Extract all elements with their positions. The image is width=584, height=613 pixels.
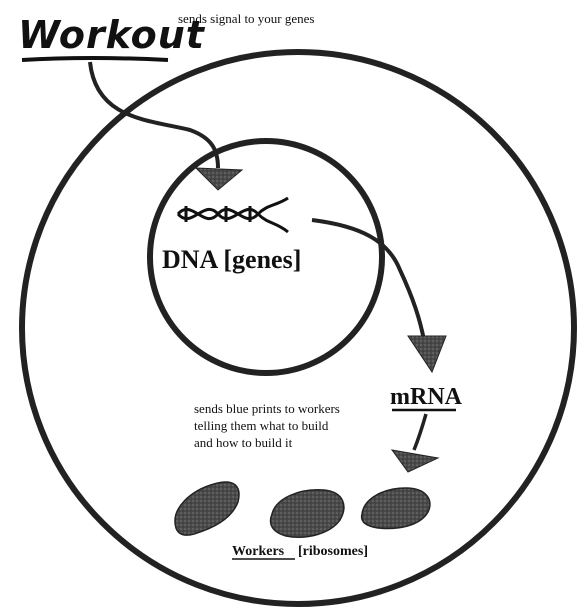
workout-underline	[22, 58, 168, 60]
ribosomes-label: [ribosomes]	[298, 544, 368, 559]
workers-label: Workers	[232, 544, 285, 559]
dna-label: DNA [genes]	[162, 245, 301, 274]
signal-arrow-path	[90, 62, 218, 168]
ribosome-blob-1	[175, 482, 239, 535]
ribosome-blob-2	[271, 490, 344, 537]
mrna-note-line2: telling them what to build	[194, 418, 329, 433]
dna-helix-icon	[178, 198, 288, 232]
mrna-label: mRNA	[390, 384, 463, 410]
ribosome-blob-3	[362, 488, 430, 528]
mrna-note-line3: and how to build it	[194, 435, 293, 450]
translation-arrow-head	[392, 450, 438, 472]
workout-note: sends signal to your genes	[178, 11, 314, 26]
transcription-arrow-head	[408, 336, 446, 372]
translation-arrow-path	[414, 414, 426, 450]
mrna-note-line1: sends blue prints to workers	[194, 401, 340, 416]
signal-arrow-head	[196, 168, 242, 190]
transcription-arrow-path	[312, 220, 424, 340]
